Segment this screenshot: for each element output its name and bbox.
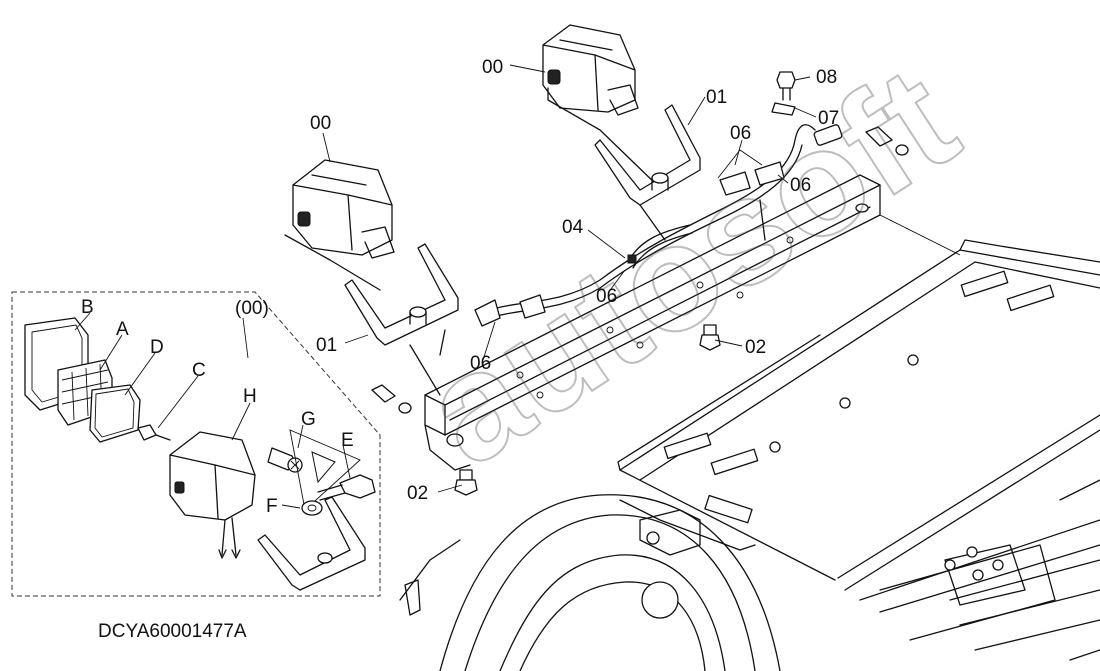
work-lamp-right <box>542 24 661 189</box>
callout-part-f: F <box>266 496 278 517</box>
callout-part-b: B <box>81 297 94 318</box>
callout-clamp-top: 07 <box>818 108 839 129</box>
callout-harness: 04 <box>562 217 584 238</box>
callout-clip-c: 06 <box>596 286 617 307</box>
callout-part-d: D <box>150 337 164 358</box>
callout-part-g: G <box>301 409 316 430</box>
callout-bracket-right: 01 <box>706 87 727 108</box>
callout-clip-a: 06 <box>730 123 751 144</box>
callout-part-h: H <box>243 386 257 407</box>
callout-labels: 00 01 08 07 06 06 04 06 06 02 02 00 01 (… <box>81 57 839 517</box>
callout-bolt-low: 02 <box>407 483 428 504</box>
leader-lines <box>74 64 817 509</box>
watermark-text: autosoft <box>396 34 984 497</box>
callout-clip-d: 06 <box>470 353 491 374</box>
callout-part-c: C <box>192 360 206 381</box>
callout-detail-group: (00) <box>235 298 269 319</box>
cab-roof <box>399 239 1100 671</box>
callout-lamp-right: 00 <box>482 57 503 78</box>
callout-bolt-mid: 02 <box>745 337 766 358</box>
work-lamp-left <box>284 159 395 291</box>
detail-box <box>11 291 381 597</box>
wire-harness <box>439 124 843 356</box>
bracket-left <box>344 243 459 396</box>
callout-bolt-top: 08 <box>816 67 837 88</box>
callout-part-e: E <box>341 430 354 451</box>
callout-part-a: A <box>116 319 129 340</box>
callout-bracket-left: 01 <box>316 335 337 356</box>
callout-lamp-left: 00 <box>310 113 331 134</box>
bracket-right <box>594 104 701 241</box>
drawing-code: DCYA60001477A <box>98 621 247 642</box>
callout-clip-b: 06 <box>790 175 811 196</box>
hardware <box>371 71 961 496</box>
